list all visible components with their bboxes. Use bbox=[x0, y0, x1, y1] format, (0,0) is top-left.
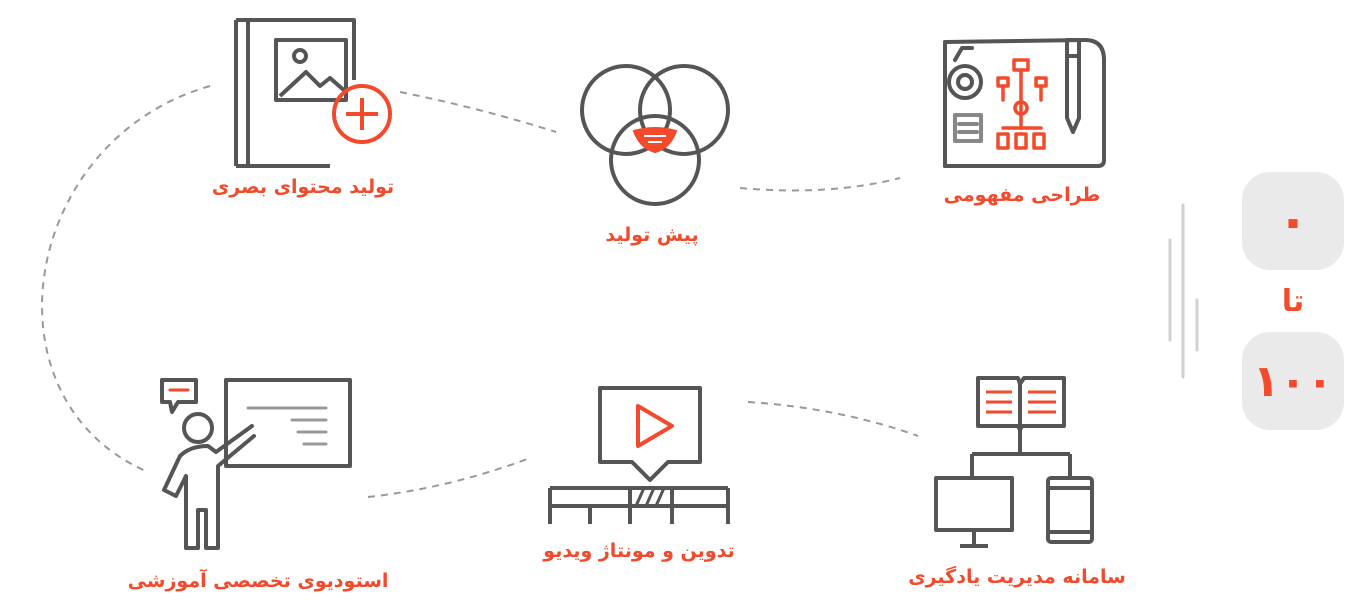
connector-preproduction-to-visual bbox=[399, 91, 557, 133]
teacher-board-icon bbox=[160, 378, 352, 550]
connectors bbox=[41, 85, 919, 498]
venn-circles-icon bbox=[580, 64, 730, 206]
connector-visual-to-studio bbox=[41, 85, 211, 473]
range-badge-word: تا bbox=[1281, 284, 1305, 319]
range-badge-to: ۱۰۰ bbox=[1242, 332, 1344, 430]
add-image-icon bbox=[234, 18, 392, 168]
decorative-bars bbox=[1168, 203, 1199, 379]
step-label-lms: سامانه مدیریت یادگیری bbox=[908, 566, 1126, 588]
step-label-education-studio: استودیوی تخصصی آموزشی bbox=[127, 570, 389, 592]
blueprint-icon bbox=[943, 38, 1106, 168]
step-label-video-editing: تدوین و مونتاژ ویدیو bbox=[543, 540, 735, 562]
book-devices-icon bbox=[934, 376, 1094, 548]
step-label-conceptual-design: طراحی مفهومی bbox=[943, 184, 1101, 206]
step-label-pre-production: پیش تولید bbox=[605, 224, 699, 246]
connector-studio-to-video bbox=[367, 457, 531, 498]
range-to-value: ۱۰۰ bbox=[1252, 355, 1334, 407]
range-badge-from: ۰ bbox=[1242, 172, 1344, 270]
video-editing-icon bbox=[548, 386, 730, 524]
connector-video-to-lms bbox=[747, 401, 919, 437]
step-label-visual-content-production: تولید محتوای بصری bbox=[211, 176, 395, 198]
connector-conceptual-to-preproduction bbox=[739, 177, 901, 192]
range-from-value: ۰ bbox=[1277, 191, 1309, 251]
